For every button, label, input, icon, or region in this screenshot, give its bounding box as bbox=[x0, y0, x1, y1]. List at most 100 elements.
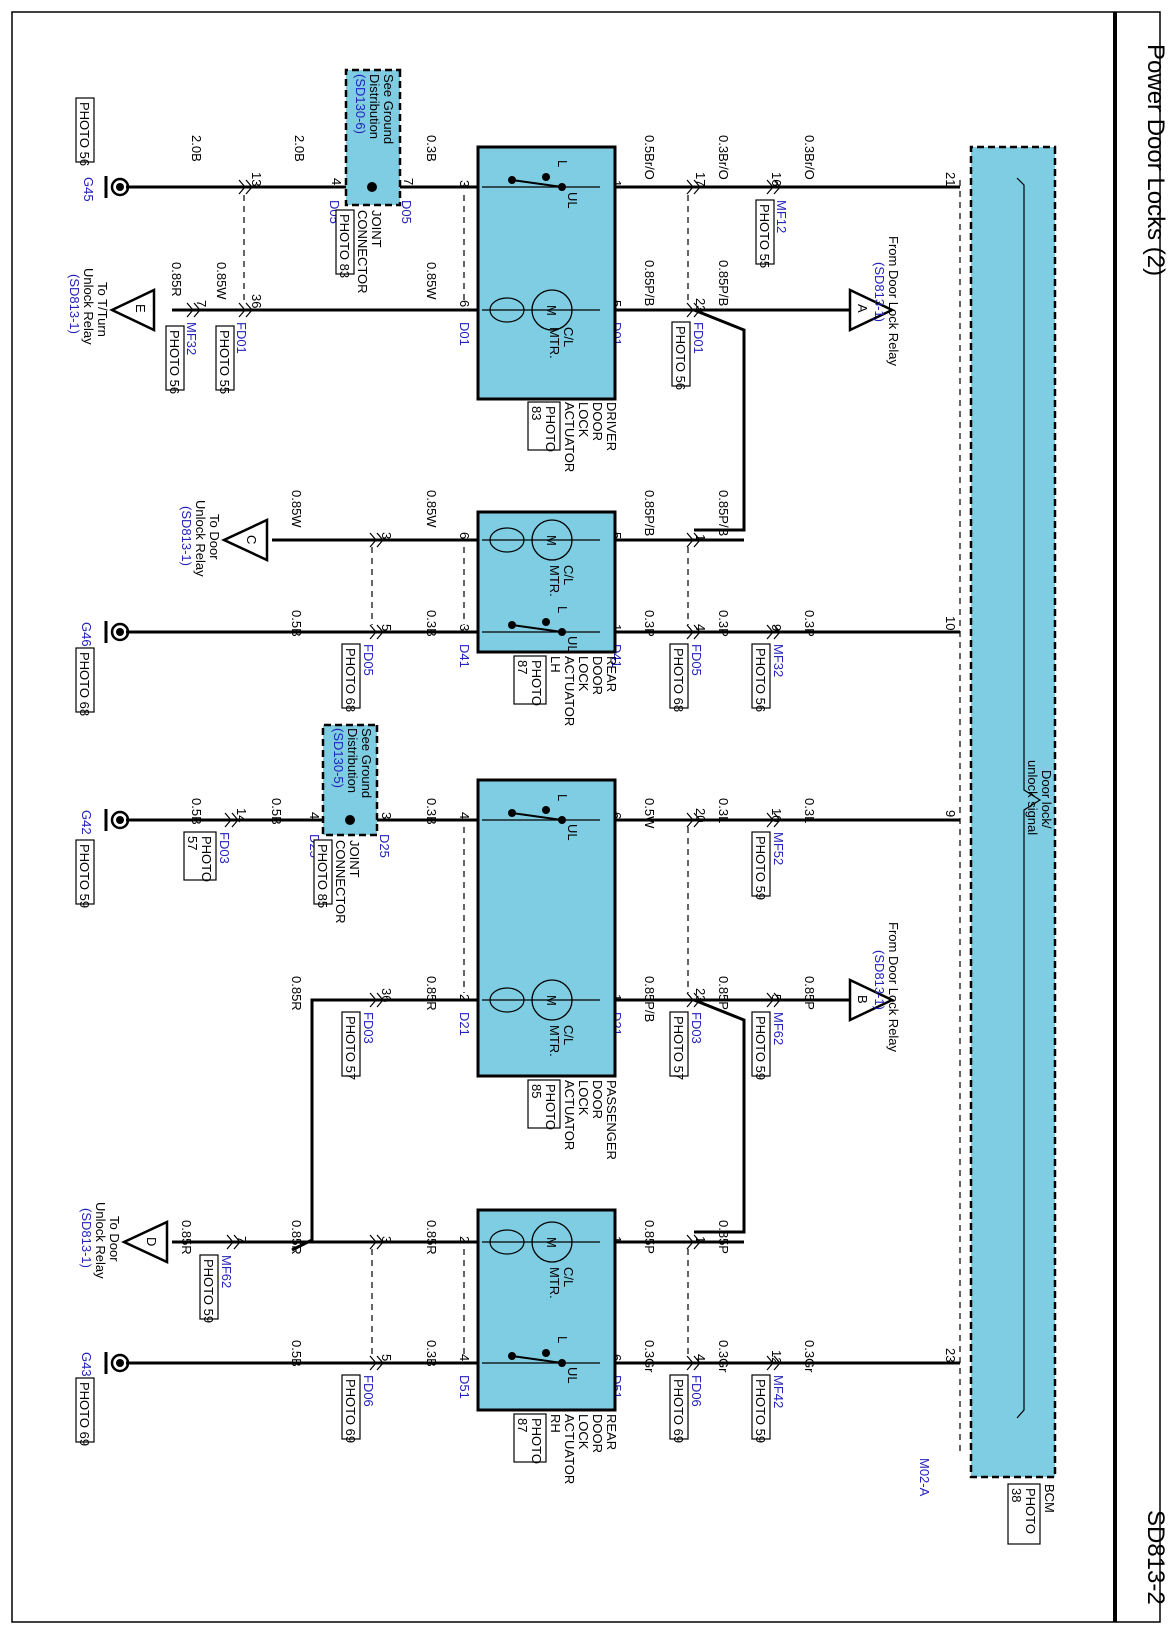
rear-lh-ground-photo-box bbox=[75, 647, 95, 713]
passenger-joint-ref: (SD130-5) bbox=[331, 728, 346, 788]
rear-rh-conn-d51-left: D51 bbox=[457, 1375, 472, 1399]
driver-wire-mtr-a: 0.85P/B bbox=[642, 260, 657, 306]
rear-lh-fd05-mtr-connector bbox=[686, 532, 701, 548]
rear-rh-pin-mf42: 12 bbox=[769, 1350, 784, 1364]
driver-ground-icon bbox=[110, 177, 130, 197]
rear-lh-fd05-sw-connector bbox=[686, 624, 701, 640]
rear-rh-wire-gnd-b: 0.5B bbox=[289, 1340, 304, 1367]
rear-rh-name-2: LOCK bbox=[576, 1414, 591, 1450]
rear-lh-pin-fd05-mtr: 1 bbox=[693, 534, 708, 541]
passenger-wire-out-a: 0.85R bbox=[424, 976, 439, 1011]
driver-ground-dot bbox=[116, 183, 124, 191]
page-code: SD813-2 bbox=[1142, 1510, 1169, 1605]
passenger-photo-1: PHOTO bbox=[543, 1084, 558, 1130]
passenger-joint-name1: JOINT bbox=[347, 840, 362, 878]
rear-lh-motor-label-1: C/L bbox=[561, 565, 576, 585]
passenger-resistor-icon bbox=[489, 987, 525, 1013]
passenger-fd03-photo: PHOTO 57 bbox=[671, 1016, 686, 1080]
driver-wire-mtr-b: 0.85P/B bbox=[716, 260, 731, 306]
passenger-relay-b-text: From Door Lock Relay bbox=[886, 922, 901, 1053]
rear-rh-wire-mtr-a: 0.85P bbox=[642, 1220, 657, 1254]
driver-mf32-photo: PHOTO 56 bbox=[167, 330, 182, 394]
passenger-wire-sw-b: 0.3L bbox=[716, 798, 731, 823]
rear-rh-wire-out-b: 0.85R bbox=[289, 1220, 304, 1255]
rear-lh-name-2: LOCK bbox=[576, 656, 591, 692]
rear-rh-mf42-photo: PHOTO 59 bbox=[753, 1379, 768, 1443]
bcm-signal-bracket bbox=[1016, 177, 1042, 1419]
passenger-ground-photo: PHOTO 59 bbox=[77, 844, 92, 908]
rear-rh-ground-photo-box bbox=[75, 1377, 95, 1443]
driver-pin-bcm: 21 bbox=[943, 172, 958, 186]
passenger-pin-mtr-left: 2 bbox=[457, 994, 472, 1001]
passenger-wire-sw-a: 0.5W bbox=[642, 798, 657, 829]
rear-rh-wire-out-a: 0.85R bbox=[424, 1220, 439, 1255]
rear-rh-fd06-sw-connector bbox=[686, 1355, 701, 1371]
driver-fd01-sw-connector bbox=[686, 179, 701, 195]
driver-mf32-photo-box bbox=[165, 325, 185, 391]
driver-conn-fd01-out: FD01 bbox=[234, 322, 249, 354]
rear-lh-fd05-gnd-connector bbox=[369, 624, 384, 640]
passenger-fd03-gnd-photo-box bbox=[183, 831, 217, 881]
rear-rh-wire-sw-b: 0.3Gr bbox=[716, 1340, 731, 1373]
bcm-photo-box bbox=[1007, 1483, 1041, 1545]
driver-wire-out-c: 0.85R bbox=[169, 262, 184, 297]
passenger-conn-d21-left: D21 bbox=[457, 1012, 472, 1036]
rear-lh-switch-blade bbox=[511, 624, 563, 633]
rear-lh-pin-bcm: 10 bbox=[943, 616, 958, 630]
passenger-fd03-mtr-connector bbox=[686, 992, 701, 1008]
driver-fd01-out-photo-box bbox=[215, 325, 235, 391]
rear-rh-wire-sw-c: 0.3Gr bbox=[802, 1340, 817, 1373]
rear-lh-relay-c-letter: C bbox=[244, 535, 259, 544]
passenger-conn-mf52: MF52 bbox=[771, 832, 786, 865]
rear-lh-wire-gnd-b: 0.5B bbox=[289, 610, 304, 637]
bcm-photo-label: PHOTO bbox=[1023, 1488, 1038, 1534]
rear-rh-pin-fd06-mtr: 1 bbox=[693, 1236, 708, 1243]
passenger-fd03-out-photo-box bbox=[341, 1011, 361, 1077]
driver-wire-out-a: 0.85W bbox=[424, 262, 439, 300]
passenger-mf62-photo: PHOTO 59 bbox=[753, 1016, 768, 1080]
passenger-name-0: PASSENGER bbox=[604, 1080, 619, 1160]
driver-mf32-connector bbox=[186, 302, 201, 318]
passenger-wire-sw-c: 0.3L bbox=[802, 798, 817, 823]
passenger-joint-photo: PHOTO 85 bbox=[315, 844, 330, 908]
driver-pin-fd01-out: 36 bbox=[249, 294, 264, 308]
rear-rh-wire-mtr-b: 0.85P bbox=[716, 1220, 731, 1254]
rear-rh-pin-bcm: 23 bbox=[943, 1348, 958, 1362]
passenger-motor-label-1: C/L bbox=[561, 1025, 576, 1045]
passenger-wire-out-b: 0.85R bbox=[289, 976, 304, 1011]
rear-rh-relay-d-ref: (SD813-1) bbox=[79, 1208, 94, 1268]
bcm-signal-label: Door lock/ bbox=[1039, 770, 1054, 829]
rear-rh-resistor-icon bbox=[489, 1229, 525, 1255]
passenger-name-2: LOCK bbox=[576, 1080, 591, 1116]
passenger-pin-bcm: 9 bbox=[943, 810, 958, 817]
driver-photo-1: PHOTO bbox=[543, 406, 558, 452]
rear-rh-motor-icon bbox=[531, 1221, 573, 1263]
bcm-label: BCM bbox=[1042, 1484, 1057, 1513]
driver-pin-fd01-sw: 17 bbox=[693, 172, 708, 186]
passenger-fd03-sw-connector bbox=[686, 812, 701, 828]
rear-lh-motor-label-2: MTR. bbox=[547, 565, 562, 597]
driver-mf12-photo-box bbox=[755, 199, 775, 265]
driver-relay-e-line2: Unlock Relay bbox=[81, 268, 96, 345]
rear-rh-pin-mf62: 7 bbox=[234, 1236, 249, 1243]
passenger-joint-connector bbox=[321, 723, 379, 837]
driver-fd01-out-connector bbox=[238, 302, 253, 318]
passenger-joint-dot bbox=[345, 815, 355, 825]
passenger-mf62-photo-box bbox=[751, 1011, 771, 1077]
rear-rh-switch-blade bbox=[511, 1355, 563, 1364]
rear-rh-motor-label-1: C/L bbox=[561, 1267, 576, 1287]
rear-lh-switch-l: L bbox=[555, 606, 570, 613]
passenger-pin-d25-l: 4 bbox=[307, 812, 322, 819]
passenger-fd03-gnd-connector bbox=[224, 812, 239, 828]
rear-lh-pin-sw-left: 3 bbox=[457, 624, 472, 631]
rear-rh-pin-fd06-out: 3 bbox=[379, 1236, 394, 1243]
passenger-fd03-out-connector bbox=[369, 992, 384, 1008]
driver-joint-photo: PHOTO 83 bbox=[337, 214, 352, 278]
driver-joint-name1: JOINT bbox=[369, 210, 384, 248]
rear-lh-ground-icon bbox=[110, 622, 130, 642]
rear-lh-resistor-icon bbox=[489, 527, 525, 553]
bcm-photo-number: 38 bbox=[1009, 1488, 1024, 1502]
passenger-ground-id: G42 bbox=[79, 810, 94, 835]
rear-lh-fd05-photo: PHOTO 68 bbox=[671, 648, 686, 712]
rear-rh-name-3: ACTUATOR bbox=[562, 1414, 577, 1484]
